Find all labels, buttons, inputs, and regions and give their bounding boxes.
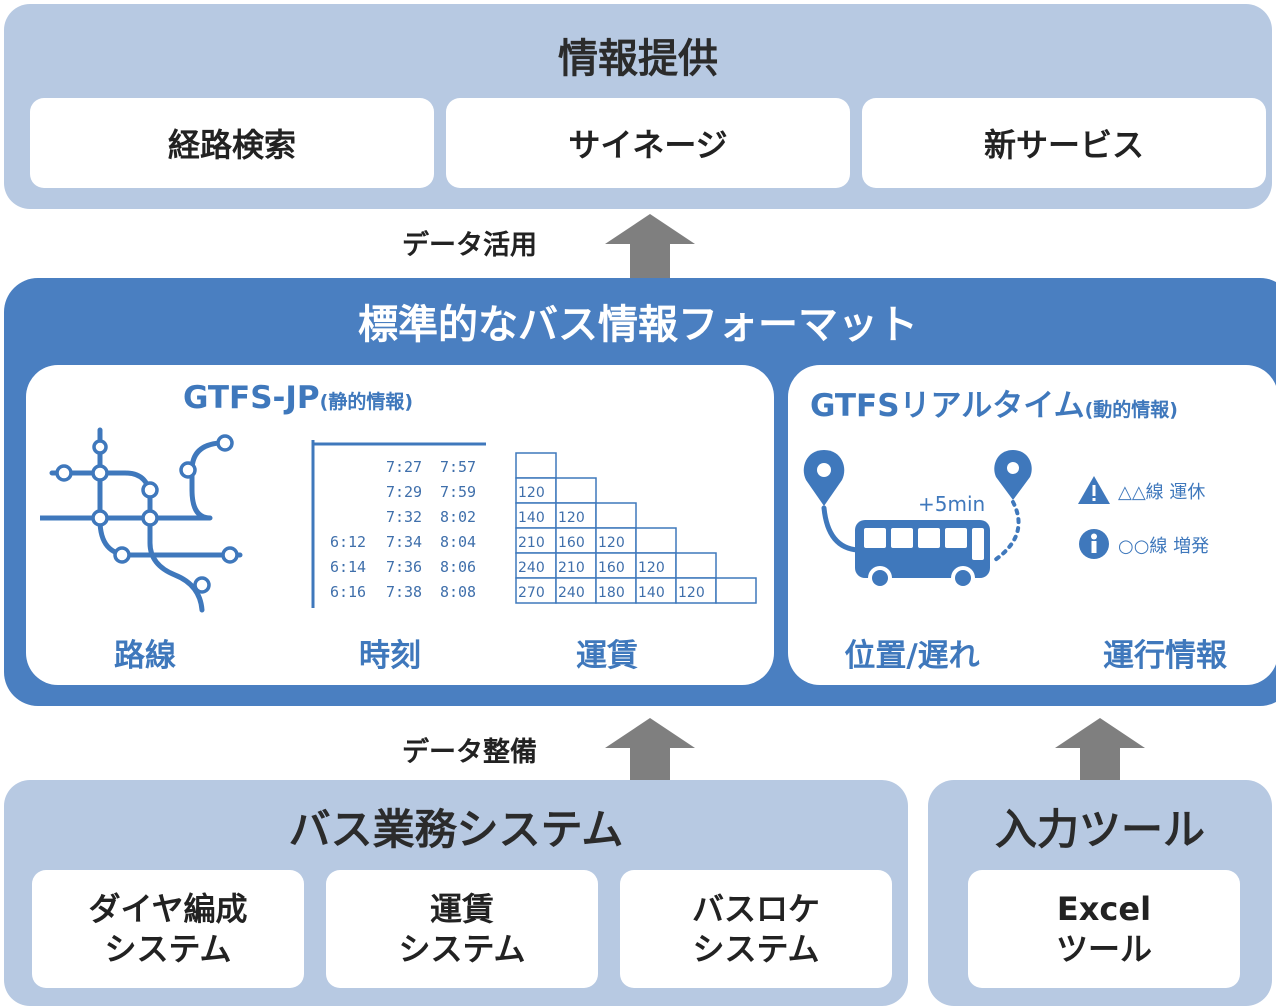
fare-cell bbox=[595, 502, 637, 529]
fare-value: 140 bbox=[518, 510, 545, 526]
timetable-cell: 6:12 bbox=[330, 533, 366, 551]
timetable-label: 時刻 bbox=[359, 638, 421, 674]
fare-value: 140 bbox=[638, 585, 665, 601]
fare-value: 270 bbox=[518, 585, 545, 601]
fare-cell bbox=[635, 577, 677, 604]
map-pin-icon bbox=[994, 450, 1032, 500]
data-use-label: データ活用 bbox=[402, 230, 537, 261]
route-map-icon bbox=[40, 427, 243, 613]
up-arrow-data-use bbox=[605, 214, 695, 280]
position-delay-label: 位置/遅れ bbox=[844, 638, 980, 674]
fare-cell bbox=[555, 577, 597, 604]
timetable-cell: 6:16 bbox=[330, 583, 366, 601]
timetable-rows: 7:27 7:57 7:29 7:59 7:32 8:02 6:12 7:34 8:04 6:14… bbox=[330, 458, 476, 601]
timetable-cell: 7:59 bbox=[440, 483, 476, 501]
bus-business-system-panel: バス業務システム ダイヤ編成 システム 運賃 システム バスロケ システム bbox=[4, 780, 908, 1006]
input-tool-panel: 入力ツール Excel ツール bbox=[928, 780, 1272, 1006]
fare-value: 240 bbox=[518, 560, 545, 576]
delay-text: +5min bbox=[918, 492, 986, 516]
fare-cell bbox=[555, 477, 597, 504]
timetable-cell: 7:27 bbox=[386, 458, 422, 476]
bus-icon bbox=[855, 520, 990, 590]
new-service-box: 新サービス bbox=[862, 98, 1266, 188]
timetable-cell: 8:08 bbox=[440, 583, 476, 601]
excel-tool-box: Excel ツール bbox=[968, 870, 1240, 988]
fare-label: 運賃 bbox=[576, 638, 638, 674]
fare-value: 120 bbox=[518, 485, 545, 501]
schedule-system-line2: システム bbox=[104, 930, 232, 968]
excel-tool-line1: Excel bbox=[1056, 890, 1152, 928]
fare-cell bbox=[515, 577, 557, 604]
info-icon bbox=[1079, 529, 1109, 559]
timetable-cell: 8:06 bbox=[440, 558, 476, 576]
schedule-system-line1: ダイヤ編成 bbox=[88, 890, 248, 928]
format-title: 標準的なバス情報フォーマット bbox=[358, 302, 918, 348]
fare-value: 240 bbox=[558, 585, 585, 601]
fare-table-icon: 120 140 120 210 160 120 240 210 160 120 270 240 180 1… bbox=[515, 452, 757, 604]
fare-cell bbox=[515, 477, 557, 504]
timetable-cell: 8:02 bbox=[440, 508, 476, 526]
fare-cell bbox=[595, 577, 637, 604]
gtfs-jp-title: GTFS-JP(静的情報) bbox=[26, 380, 570, 416]
info-provision-title: 情報提供 bbox=[558, 36, 718, 82]
gtfs-realtime-title-sub: (動的情報) bbox=[1084, 399, 1178, 421]
bus-business-system-title: バス業務システム bbox=[288, 805, 624, 854]
bus-location-icon bbox=[803, 450, 1032, 590]
fare-system-line2: システム bbox=[398, 930, 526, 968]
timetable-cell: 7:34 bbox=[386, 533, 422, 551]
data-prep-label: データ整備 bbox=[402, 737, 537, 768]
signage-box: サイネージ bbox=[446, 98, 850, 188]
fare-value: 120 bbox=[558, 510, 585, 526]
fare-value: 210 bbox=[558, 560, 585, 576]
timetable-cell: 7:29 bbox=[386, 483, 422, 501]
timetable-icon: 7:27 7:57 7:29 7:59 7:32 8:02 6:12 7:34 8:04 6:14… bbox=[311, 440, 486, 608]
info-provision-panel: 情報提供 経路検索 サイネージ 新サービス bbox=[4, 4, 1272, 209]
fare-cell bbox=[555, 552, 597, 579]
route-search-box: 経路検索 bbox=[30, 98, 434, 188]
service-info-label: 運行情報 bbox=[1103, 638, 1227, 674]
excel-tool-line2: ツール bbox=[1055, 930, 1152, 968]
fare-cell bbox=[595, 527, 637, 554]
up-arrow-input-tool bbox=[1055, 718, 1145, 782]
timetable-cell: 7:57 bbox=[440, 458, 476, 476]
fare-system-line1: 運賃 bbox=[429, 890, 494, 928]
gtfs-jp-title-main: GTFS-JP bbox=[182, 380, 320, 416]
fare-system-box: 運賃 システム bbox=[326, 870, 598, 988]
timetable-cell: 8:04 bbox=[440, 533, 476, 551]
schedule-system-box: ダイヤ編成 システム bbox=[32, 870, 304, 988]
fare-cell bbox=[635, 527, 677, 554]
warning-icon bbox=[1078, 476, 1110, 504]
fare-value: 120 bbox=[638, 560, 665, 576]
gtfs-jp-title-sub: (静的情報) bbox=[319, 391, 414, 413]
gtfs-realtime-title: GTFSリアルタイム(動的情報) bbox=[810, 380, 1178, 425]
fare-cell bbox=[515, 552, 557, 579]
fare-cells: 120 140 120 210 160 120 240 210 160 120 270 240 180 1… bbox=[515, 452, 757, 604]
timetable-cell: 7:38 bbox=[386, 583, 422, 601]
fare-cell bbox=[675, 552, 717, 579]
input-tool-title: 入力ツール bbox=[994, 805, 1205, 854]
fare-value: 160 bbox=[558, 535, 585, 551]
alert-suspension: △△線 運休 bbox=[1118, 482, 1206, 503]
timetable-cell: 7:32 bbox=[386, 508, 422, 526]
gtfs-realtime-title-main: GTFSリアルタイム bbox=[810, 388, 1085, 424]
timetable-cell: 6:14 bbox=[330, 558, 366, 576]
fare-value: 180 bbox=[598, 585, 625, 601]
fare-value: 120 bbox=[678, 585, 705, 601]
map-pin-icon bbox=[803, 450, 845, 506]
fare-value: 120 bbox=[598, 535, 625, 551]
up-arrow-data-prep bbox=[605, 718, 695, 782]
fare-cell bbox=[515, 452, 557, 479]
fare-value: 210 bbox=[518, 535, 545, 551]
route-label: 路線 bbox=[114, 638, 176, 674]
busloc-system-line2: システム bbox=[692, 930, 820, 968]
alert-additional: ○○線 増発 bbox=[1118, 536, 1210, 557]
fare-cell bbox=[715, 577, 757, 604]
fare-value: 160 bbox=[598, 560, 625, 576]
busloc-system-line1: バスロケ bbox=[691, 890, 820, 928]
timetable-cell: 7:36 bbox=[386, 558, 422, 576]
busloc-system-box: バスロケ システム bbox=[620, 870, 892, 988]
